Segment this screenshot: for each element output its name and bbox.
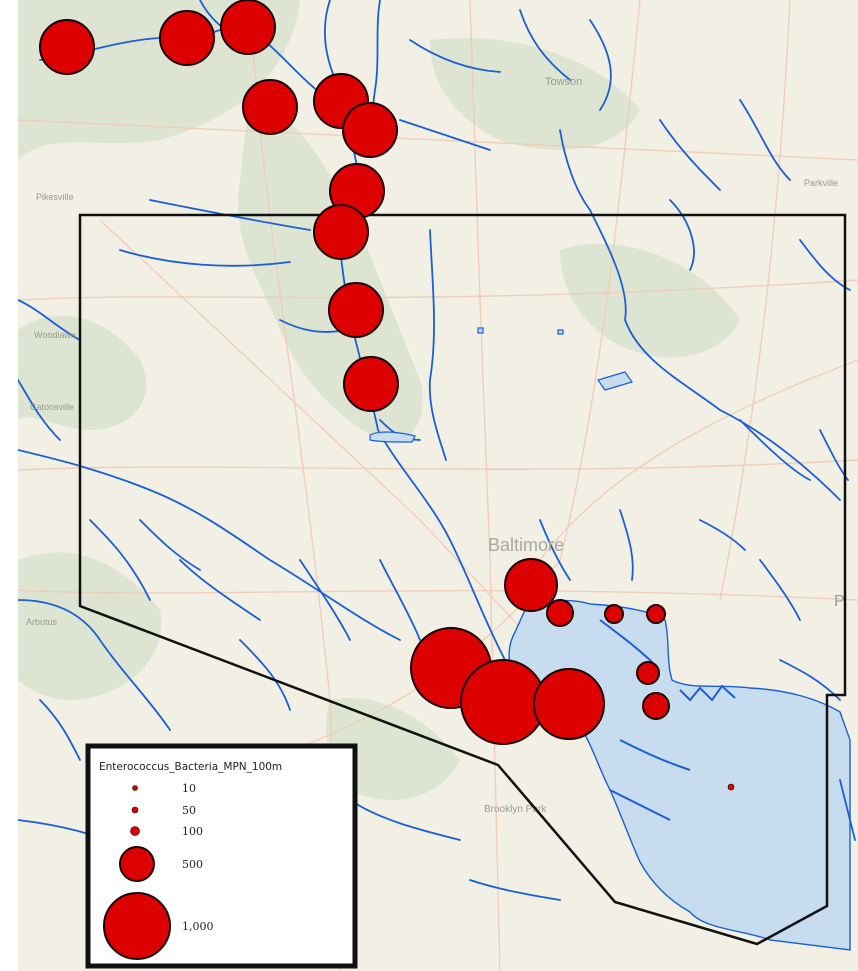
place-label-towson: Towson [545,76,582,88]
place-label-baltimore: Baltimore [488,535,564,555]
harbor-inlet [599,619,736,821]
sample-site[interactable] [342,102,398,158]
legend: Enterococcus_Bacteria_MPN_100m 10 50 100… [85,743,358,969]
sample-site[interactable] [504,558,558,612]
sample-site[interactable] [159,10,215,66]
small-water-bodies [369,327,633,443]
sample-sites [39,0,735,791]
place-label-woodlawn: Woodlawn [34,330,76,340]
place-label-arbutus: Arbutus [26,617,58,627]
legend-symbol-100 [130,826,140,836]
place-label-brooklyn-park: Brooklyn Park [484,804,547,815]
legend-label-500: 500 [182,858,203,871]
legend-symbol-1000 [103,892,171,960]
place-label-edge-p: P [834,593,845,610]
place-label-pikesville: Pikesville [36,192,74,202]
sample-site[interactable] [533,668,605,740]
sample-site[interactable] [604,604,624,624]
map-view[interactable]: Towson Pikesville Parkville Woodlawn Cat… [18,0,858,971]
sample-site[interactable] [727,783,735,791]
legend-title: Enterococcus_Bacteria_MPN_100m [99,761,282,773]
sample-site[interactable] [343,356,399,412]
sample-site[interactable] [636,661,660,685]
sample-site[interactable] [642,692,670,720]
place-labels: Towson Pikesville Parkville Woodlawn Cat… [26,76,845,815]
sample-site[interactable] [646,604,666,624]
legend-label-50: 50 [182,804,196,817]
legend-label-100: 100 [182,825,203,838]
legend-label-10: 10 [182,782,196,795]
legend-label-1000: 1,000 [182,920,214,933]
map-canvas[interactable]: Towson Pikesville Parkville Woodlawn Cat… [18,0,858,971]
sample-site[interactable] [546,599,574,627]
sample-site[interactable] [39,19,95,75]
sample-site[interactable] [220,0,276,55]
legend-symbol-50 [131,806,139,814]
sample-site[interactable] [460,659,546,745]
place-label-catonsville: Catonsville [30,402,74,412]
legend-symbol-10 [132,785,138,791]
city-boundary [78,213,847,946]
legend-symbol-500 [119,846,155,882]
sample-site[interactable] [328,282,384,338]
place-label-parkville: Parkville [804,178,838,188]
river-network [18,0,856,901]
sample-site[interactable] [313,204,369,260]
sample-site[interactable] [242,79,298,135]
